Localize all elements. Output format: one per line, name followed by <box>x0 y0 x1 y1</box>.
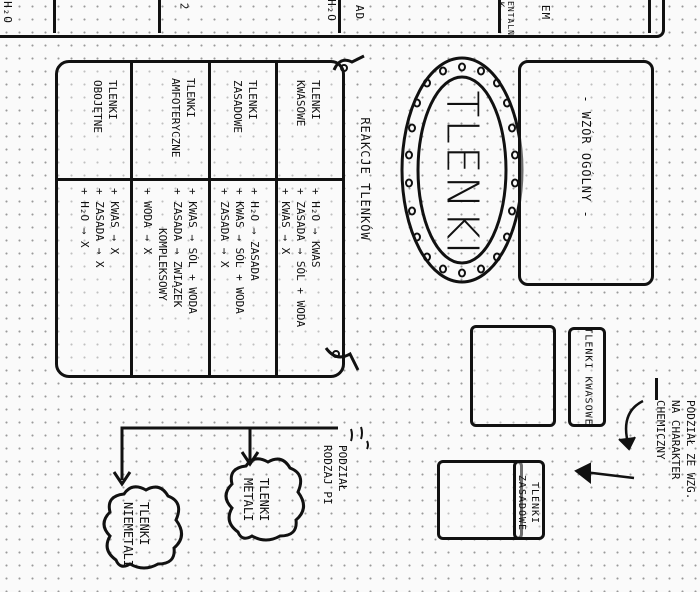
column-heading-basic: TLENKI ZASADOWE <box>231 80 259 133</box>
pin-icon <box>324 347 360 371</box>
division-marker <box>655 378 658 400</box>
division-chemical-label: PODZIAŁ ZE WZG. NA CHARAKTER CHEMICZNY <box>654 400 697 500</box>
tag-basic-label: TLENKI ZASADOWE <box>516 474 540 532</box>
top-fragment: H₂O <box>324 0 338 22</box>
top-fragment: EM <box>539 4 553 21</box>
reactions-table <box>55 60 345 378</box>
table-col-divider <box>275 62 278 376</box>
table-row-divider <box>57 178 345 181</box>
top-strip-divider <box>338 0 341 33</box>
top-strip <box>0 0 665 38</box>
top-strip-divider <box>648 0 651 33</box>
pin-icon <box>332 54 365 72</box>
column-heading-amphoteric: TLENKI AMFOTERYCZNE <box>169 78 197 158</box>
top-fragment: ENTALN <box>505 1 515 36</box>
division-box <box>437 460 523 540</box>
top-strip-divider <box>53 0 56 33</box>
page-title: TLENKI <box>436 90 488 257</box>
arrow-icon <box>574 462 635 485</box>
top-fragment: K <box>495 1 506 9</box>
column-heading-acidic: TLENKI KWASOWE <box>294 80 322 127</box>
general-form-box <box>518 60 654 286</box>
reactions-header: REAKCJE TLENKÓW <box>358 117 372 241</box>
table-col-divider <box>130 62 133 376</box>
cloud-nonmetals-label: TLENKI NIEMETALI <box>121 502 151 568</box>
sparkle-icon <box>350 426 369 450</box>
tag-acidic-label: TLENKI KWASOWE <box>582 327 594 426</box>
top-strip-divider <box>498 0 501 33</box>
tree-connector <box>112 426 338 487</box>
column-reactions-basic: + H₂O → ZASADA + KWAS → SÓL + WODA + ZAS… <box>218 188 261 314</box>
table-col-divider <box>208 62 211 376</box>
top-fragment: H₂O <box>0 1 14 24</box>
cloud-metals-label: TLENKI METALI <box>241 478 271 522</box>
tag-acidic <box>568 327 606 427</box>
general-form-label: - WZÓR OGÓLNY - <box>579 95 593 219</box>
top-strip-divider <box>158 0 161 33</box>
top-fragment: ad <box>353 4 367 21</box>
division-box <box>470 325 556 427</box>
column-reactions-neutral: + KWAS → X + ZASADA → X + H₂O → X <box>78 188 121 268</box>
arrow-icon <box>618 399 644 451</box>
column-reactions-acidic: + H₂O → KWAS + ZASADA → SÓL + WODA + KWA… <box>279 188 322 328</box>
column-reactions-amphoteric: + KWAS → SÓL + WODA + ZASADA → ZWIĄZEK K… <box>141 188 199 314</box>
top-fragment: 2 <box>177 2 191 11</box>
column-heading-neutral: TLENKI OBOJĘTNE <box>91 80 119 133</box>
title-oval <box>400 56 524 284</box>
